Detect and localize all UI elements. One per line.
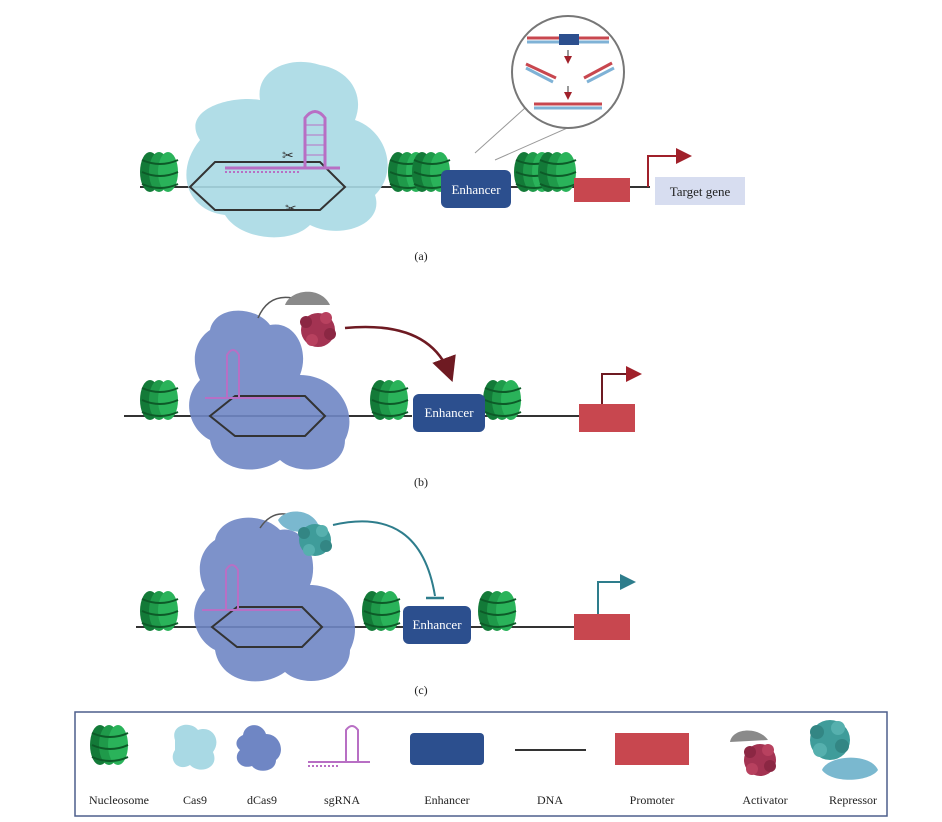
scissors-icon: ✂ [285,202,297,217]
legend-label-dna: DNA [537,793,563,807]
enhancer-box [413,394,485,432]
transcription-arrow [597,574,636,614]
activator-cap [285,291,330,305]
enhancer-label: Enhancer [412,617,462,632]
nucleosome-icon [139,590,179,632]
enhancer-box [403,606,471,644]
transcription-arrow [601,366,642,404]
nucleosome-icon [482,379,522,421]
dna-bubble [188,161,347,211]
nucleosome-icon [537,151,577,193]
legend-label-repressor: Repressor [829,793,877,807]
activator-icon [300,312,336,347]
enhancer-icon [410,733,484,765]
legend-label-nucleosome: Nucleosome [89,793,149,807]
legend-label-promoter: Promoter [630,793,675,807]
legend-label-sgrna: sgRNA [324,793,360,807]
enhancer-box [441,170,511,208]
sgrna [202,564,300,611]
sgrna [205,349,300,399]
legend-label-cas9: Cas9 [183,793,207,807]
panel-c-caption: (c) [414,683,427,697]
nucleosome-icon [89,724,129,766]
legend-frame [74,711,888,817]
panel-a-caption: (a) [414,249,427,263]
dcas9-blob [189,310,350,470]
legend-label-dcas9: dCas9 [247,793,277,807]
legend-label-enhancer: Enhancer [424,793,469,807]
transcription-arrow [647,148,692,187]
sgrna-icon [308,725,370,767]
panel-b: Enhancer (b) [124,291,642,489]
target-gene-box [655,177,745,205]
activator-icon [730,730,776,776]
panel-a: ✂ ✂ Enhancer Target gene [139,15,745,263]
panel-b-caption: (b) [414,475,428,489]
legend: Nucleosome Cas9 dCas9 sgRNA Enhancer DNA… [74,711,888,817]
panel-c: Enhancer (c) [136,511,636,697]
cas9-icon [172,724,217,770]
promoter-box [574,178,630,202]
nucleosome-icon [139,379,179,421]
nucleosome-icon [139,151,179,193]
activation-arrow [344,325,456,383]
repression-line [332,520,436,597]
scissors-icon: ✂ [282,149,294,164]
enhancer-label: Enhancer [451,182,501,197]
target-gene-label: Target gene [670,184,731,199]
promoter-box [579,404,635,432]
nucleosome-icon [361,590,401,632]
dna-bubble [208,395,327,437]
dcas9-blob [194,517,356,682]
repressor-icon [298,524,332,556]
nucleosome-icon [477,590,517,632]
promoter-icon [615,733,689,765]
dcas9-icon [236,725,281,771]
repair-inset [511,15,625,129]
nucleosome-icon [369,379,409,421]
legend-label-activator: Activator [742,793,787,807]
sgrna [225,110,340,173]
enhancer-label: Enhancer [424,405,474,420]
repressor-icon [810,720,878,780]
promoter-box [574,614,630,640]
